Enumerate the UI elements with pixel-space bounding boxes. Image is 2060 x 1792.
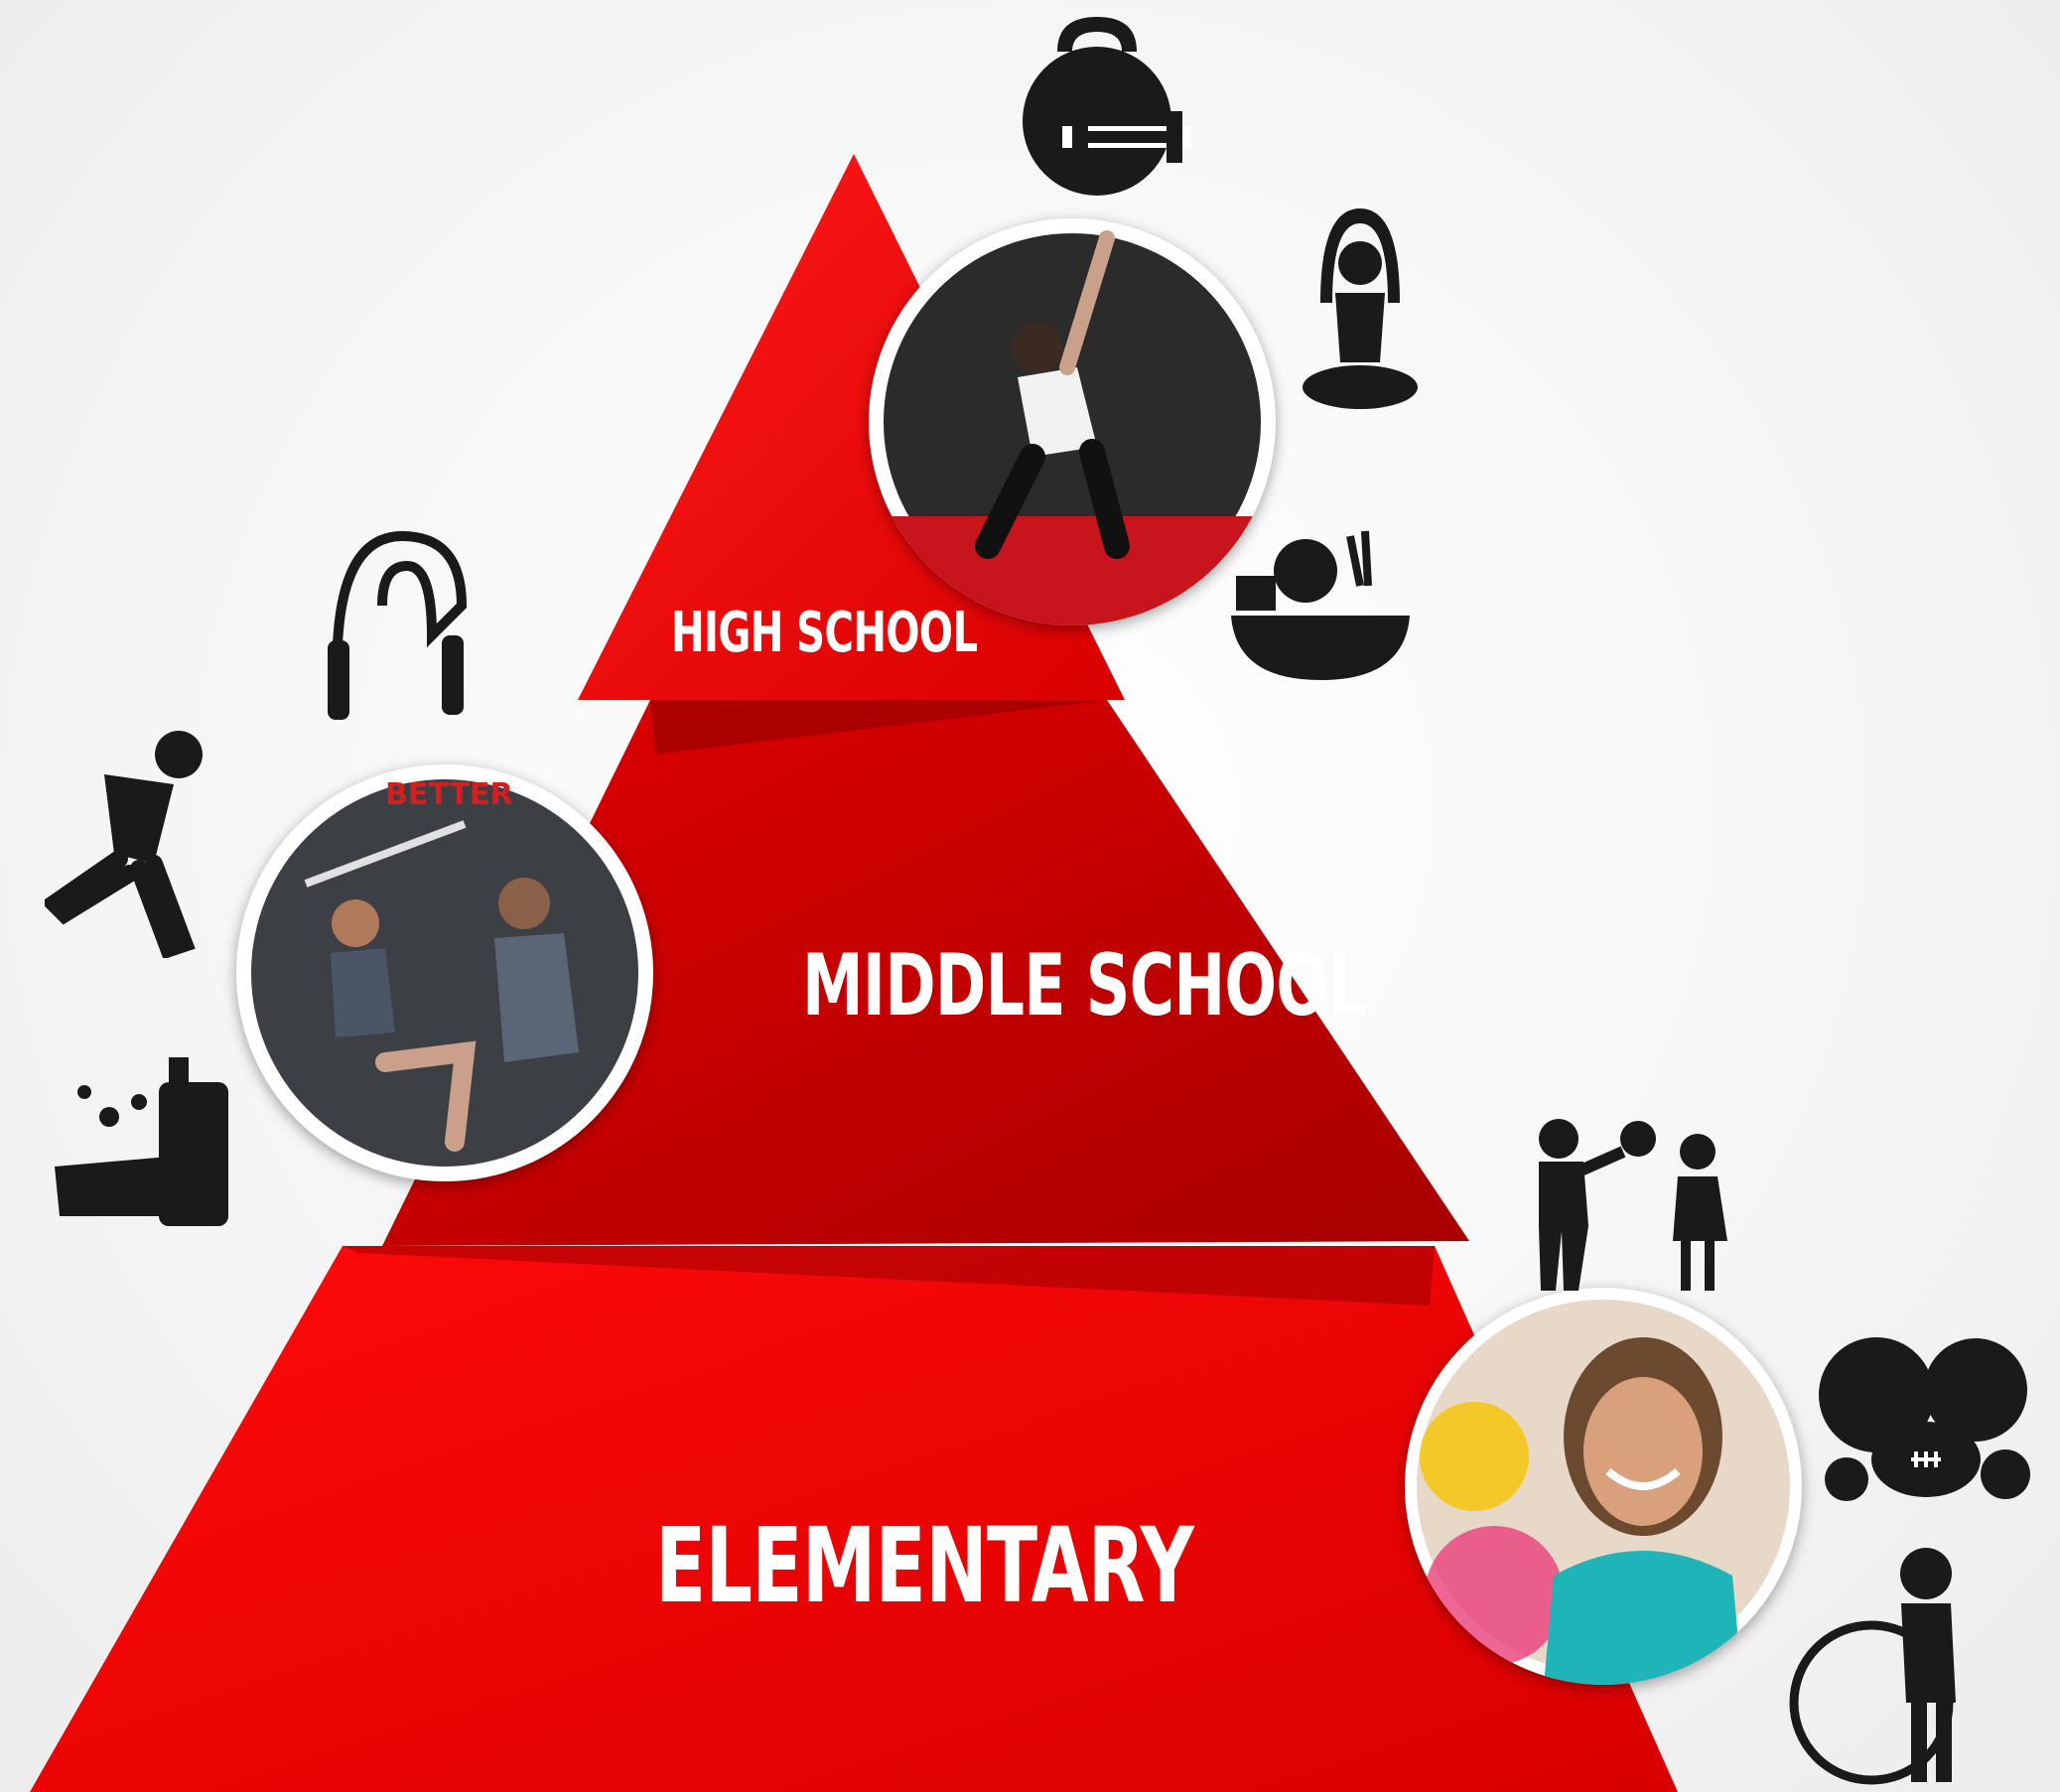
hula-hoop-icon — [1787, 1544, 1981, 1787]
runner-icon — [45, 725, 204, 958]
hand-washing-icon — [50, 1047, 238, 1231]
tier-elementary — [30, 1246, 1678, 1792]
tier-label-elementary: ELEMENTARY — [655, 1505, 1194, 1626]
photo-high-school — [869, 218, 1276, 625]
adult-child-ball-icon — [1514, 1117, 1742, 1291]
tier-label-middle-school: MIDDLE SCHOOL — [802, 936, 1367, 1035]
jump-rope-icon — [313, 526, 486, 725]
tier-middle-school — [382, 700, 1469, 1246]
photo-watermark: BETTER — [385, 777, 513, 812]
tier-elementary-shadow — [343, 1246, 1435, 1306]
sports-balls-icon — [1817, 1320, 2030, 1504]
photo-middle-school: BETTER — [236, 764, 653, 1181]
tier-middle-shadow — [650, 700, 1107, 755]
tier-label-high-school: HIGH SCHOOL — [671, 601, 978, 665]
healthy-food-bowl-icon — [1221, 516, 1420, 685]
kettlebell-dumbbell-icon — [1003, 12, 1196, 201]
yoga-icon — [1301, 204, 1420, 417]
photo-elementary — [1405, 1288, 1802, 1685]
